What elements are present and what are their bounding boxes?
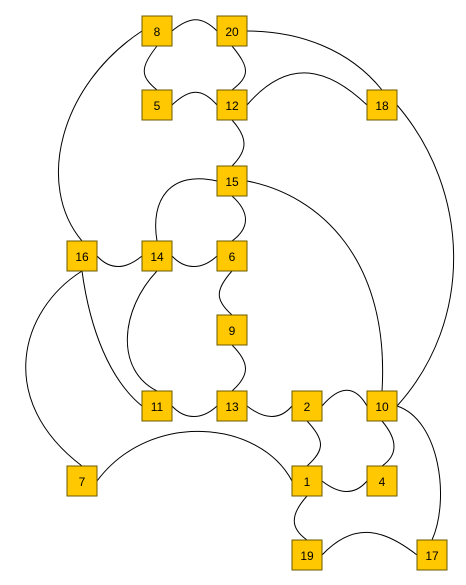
- edge-9-13: [231, 344, 246, 392]
- node-label-1: 1: [304, 475, 311, 489]
- edge-15-10: [246, 180, 384, 392]
- node-label-4: 4: [379, 475, 386, 489]
- node-6: 6: [216, 240, 248, 272]
- edge-5-12: [171, 91, 218, 106]
- node-label-20: 20: [225, 25, 239, 39]
- node-box-18: [366, 89, 398, 121]
- edge-8-16: [57, 30, 143, 242]
- node-label-6: 6: [229, 250, 236, 264]
- node-label-7: 7: [79, 475, 86, 489]
- node-box-17: [416, 539, 448, 571]
- node-15: 15: [216, 165, 248, 197]
- node-box-13: [216, 390, 248, 422]
- node-box-16: [66, 240, 98, 272]
- edge-1-19: [293, 495, 308, 541]
- node-box-15: [216, 165, 248, 197]
- node-label-2: 2: [304, 400, 311, 414]
- node-label-16: 16: [75, 250, 89, 264]
- node-box-1: [291, 465, 323, 497]
- node-label-12: 12: [225, 99, 239, 113]
- edge-12-15: [231, 119, 245, 167]
- edge-19-17: [321, 531, 418, 556]
- node-19: 19: [291, 539, 323, 571]
- node-5: 5: [141, 89, 173, 121]
- node-box-9: [216, 314, 248, 346]
- node-9: 9: [216, 314, 248, 346]
- node-label-13: 13: [225, 400, 239, 414]
- node-box-12: [216, 89, 248, 121]
- edge-8-20: [171, 19, 218, 32]
- node-20: 20: [216, 15, 248, 47]
- node-16: 16: [66, 240, 98, 272]
- edge-14-6: [171, 255, 218, 267]
- node-18: 18: [366, 89, 398, 121]
- edge-10-4: [381, 420, 395, 467]
- node-17: 17: [416, 539, 448, 571]
- edge-12-18: [246, 72, 368, 106]
- node-8: 8: [141, 15, 173, 47]
- node-box-10: [366, 390, 398, 422]
- edge-1-4: [321, 480, 368, 492]
- node-11: 11: [141, 390, 173, 422]
- node-box-8: [141, 15, 173, 47]
- node-label-15: 15: [225, 175, 239, 189]
- edge-11-13: [171, 405, 218, 417]
- node-box-7: [66, 465, 98, 497]
- node-box-2: [291, 390, 323, 422]
- edge-20-12: [231, 45, 246, 91]
- edge-2-10: [321, 389, 368, 407]
- edge-16-14: [96, 255, 143, 267]
- edge-15-14: [155, 178, 218, 242]
- node-2: 2: [291, 390, 323, 422]
- edge-6-9: [218, 270, 233, 316]
- node-label-11: 11: [151, 400, 164, 414]
- node-box-20: [216, 15, 248, 47]
- edge-7-1: [96, 430, 293, 482]
- node-box-4: [366, 465, 398, 497]
- node-box-11: [141, 390, 173, 422]
- node-14: 14: [141, 240, 173, 272]
- edge-14-11: [126, 270, 158, 392]
- node-10: 10: [366, 390, 398, 422]
- node-box-5: [141, 89, 173, 121]
- edges-layer: [25, 19, 455, 556]
- node-13: 13: [216, 390, 248, 422]
- node-label-18: 18: [375, 99, 389, 113]
- edge-15-6: [231, 195, 246, 242]
- edge-16-11: [81, 270, 143, 407]
- node-label-14: 14: [150, 250, 164, 264]
- node-1: 1: [291, 465, 323, 497]
- node-12: 12: [216, 89, 248, 121]
- node-label-8: 8: [154, 25, 161, 39]
- node-7: 7: [66, 465, 98, 497]
- node-label-19: 19: [300, 549, 314, 563]
- edge-13-2: [246, 405, 293, 417]
- node-box-6: [216, 240, 248, 272]
- edge-18-10: [396, 104, 455, 407]
- node-label-9: 9: [229, 324, 236, 338]
- node-label-17: 17: [425, 549, 439, 563]
- node-label-10: 10: [375, 400, 389, 414]
- edge-2-1: [306, 420, 321, 467]
- node-4: 4: [366, 465, 398, 497]
- edge-20-18: [246, 30, 383, 91]
- edge-10-17: [396, 405, 441, 541]
- node-box-14: [141, 240, 173, 272]
- node-box-19: [291, 539, 323, 571]
- edge-8-5: [143, 45, 158, 91]
- node-label-5: 5: [154, 99, 161, 113]
- edge-16-7: [25, 270, 83, 467]
